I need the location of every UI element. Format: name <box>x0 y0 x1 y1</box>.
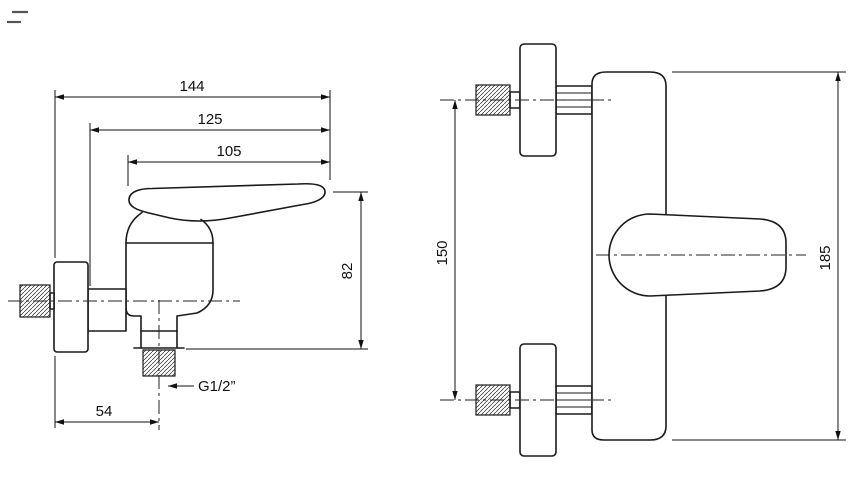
dim-arrow <box>150 419 159 425</box>
dim-label-overall-height: 185 <box>817 245 834 270</box>
wall-connector <box>87 288 127 332</box>
dim-label-overall-depth: 144 <box>179 78 204 95</box>
dim-label-inlet-spacing: 150 <box>434 240 451 265</box>
side-view: 144 125 105 82 54 <box>8 78 368 430</box>
dim-arrow <box>835 431 841 440</box>
body-right-and-outlet-right <box>176 242 214 349</box>
dim-arrow <box>55 94 64 100</box>
side-view-faucet <box>19 182 326 377</box>
cartridge-dome-left <box>125 211 143 244</box>
cartridge-dome-right <box>200 218 214 244</box>
dim-arrow <box>321 127 330 133</box>
dim-arrow <box>835 72 841 81</box>
handle-lever <box>128 182 326 222</box>
dim-label-handle-depth: 105 <box>216 143 241 160</box>
dim-label-height: 82 <box>339 263 356 280</box>
dim-arrow <box>452 100 458 109</box>
wall-escutcheon <box>53 261 89 353</box>
dim-arrow <box>358 340 364 349</box>
dim-arrow <box>452 391 458 400</box>
body-left-and-outlet-left <box>125 242 142 349</box>
thread-label: G1/2” <box>198 378 236 395</box>
dim-arrow <box>128 159 137 165</box>
dim-arrow <box>321 159 330 165</box>
front-view: 150 185 <box>434 43 846 457</box>
dim-label-wall-to-outlet: 54 <box>96 403 113 420</box>
side-view-dimensions: 144 125 105 82 54 <box>54 78 368 428</box>
dim-arrow <box>90 127 99 133</box>
leader-arrow <box>168 383 177 389</box>
corner-marks <box>7 10 28 24</box>
front-view-dimensions: 150 185 <box>434 71 846 441</box>
dim-arrow <box>55 419 64 425</box>
front-view-faucet <box>475 43 787 457</box>
dim-label-body-depth: 125 <box>197 111 222 128</box>
dim-arrow <box>358 192 364 201</box>
dim-arrow <box>321 94 330 100</box>
